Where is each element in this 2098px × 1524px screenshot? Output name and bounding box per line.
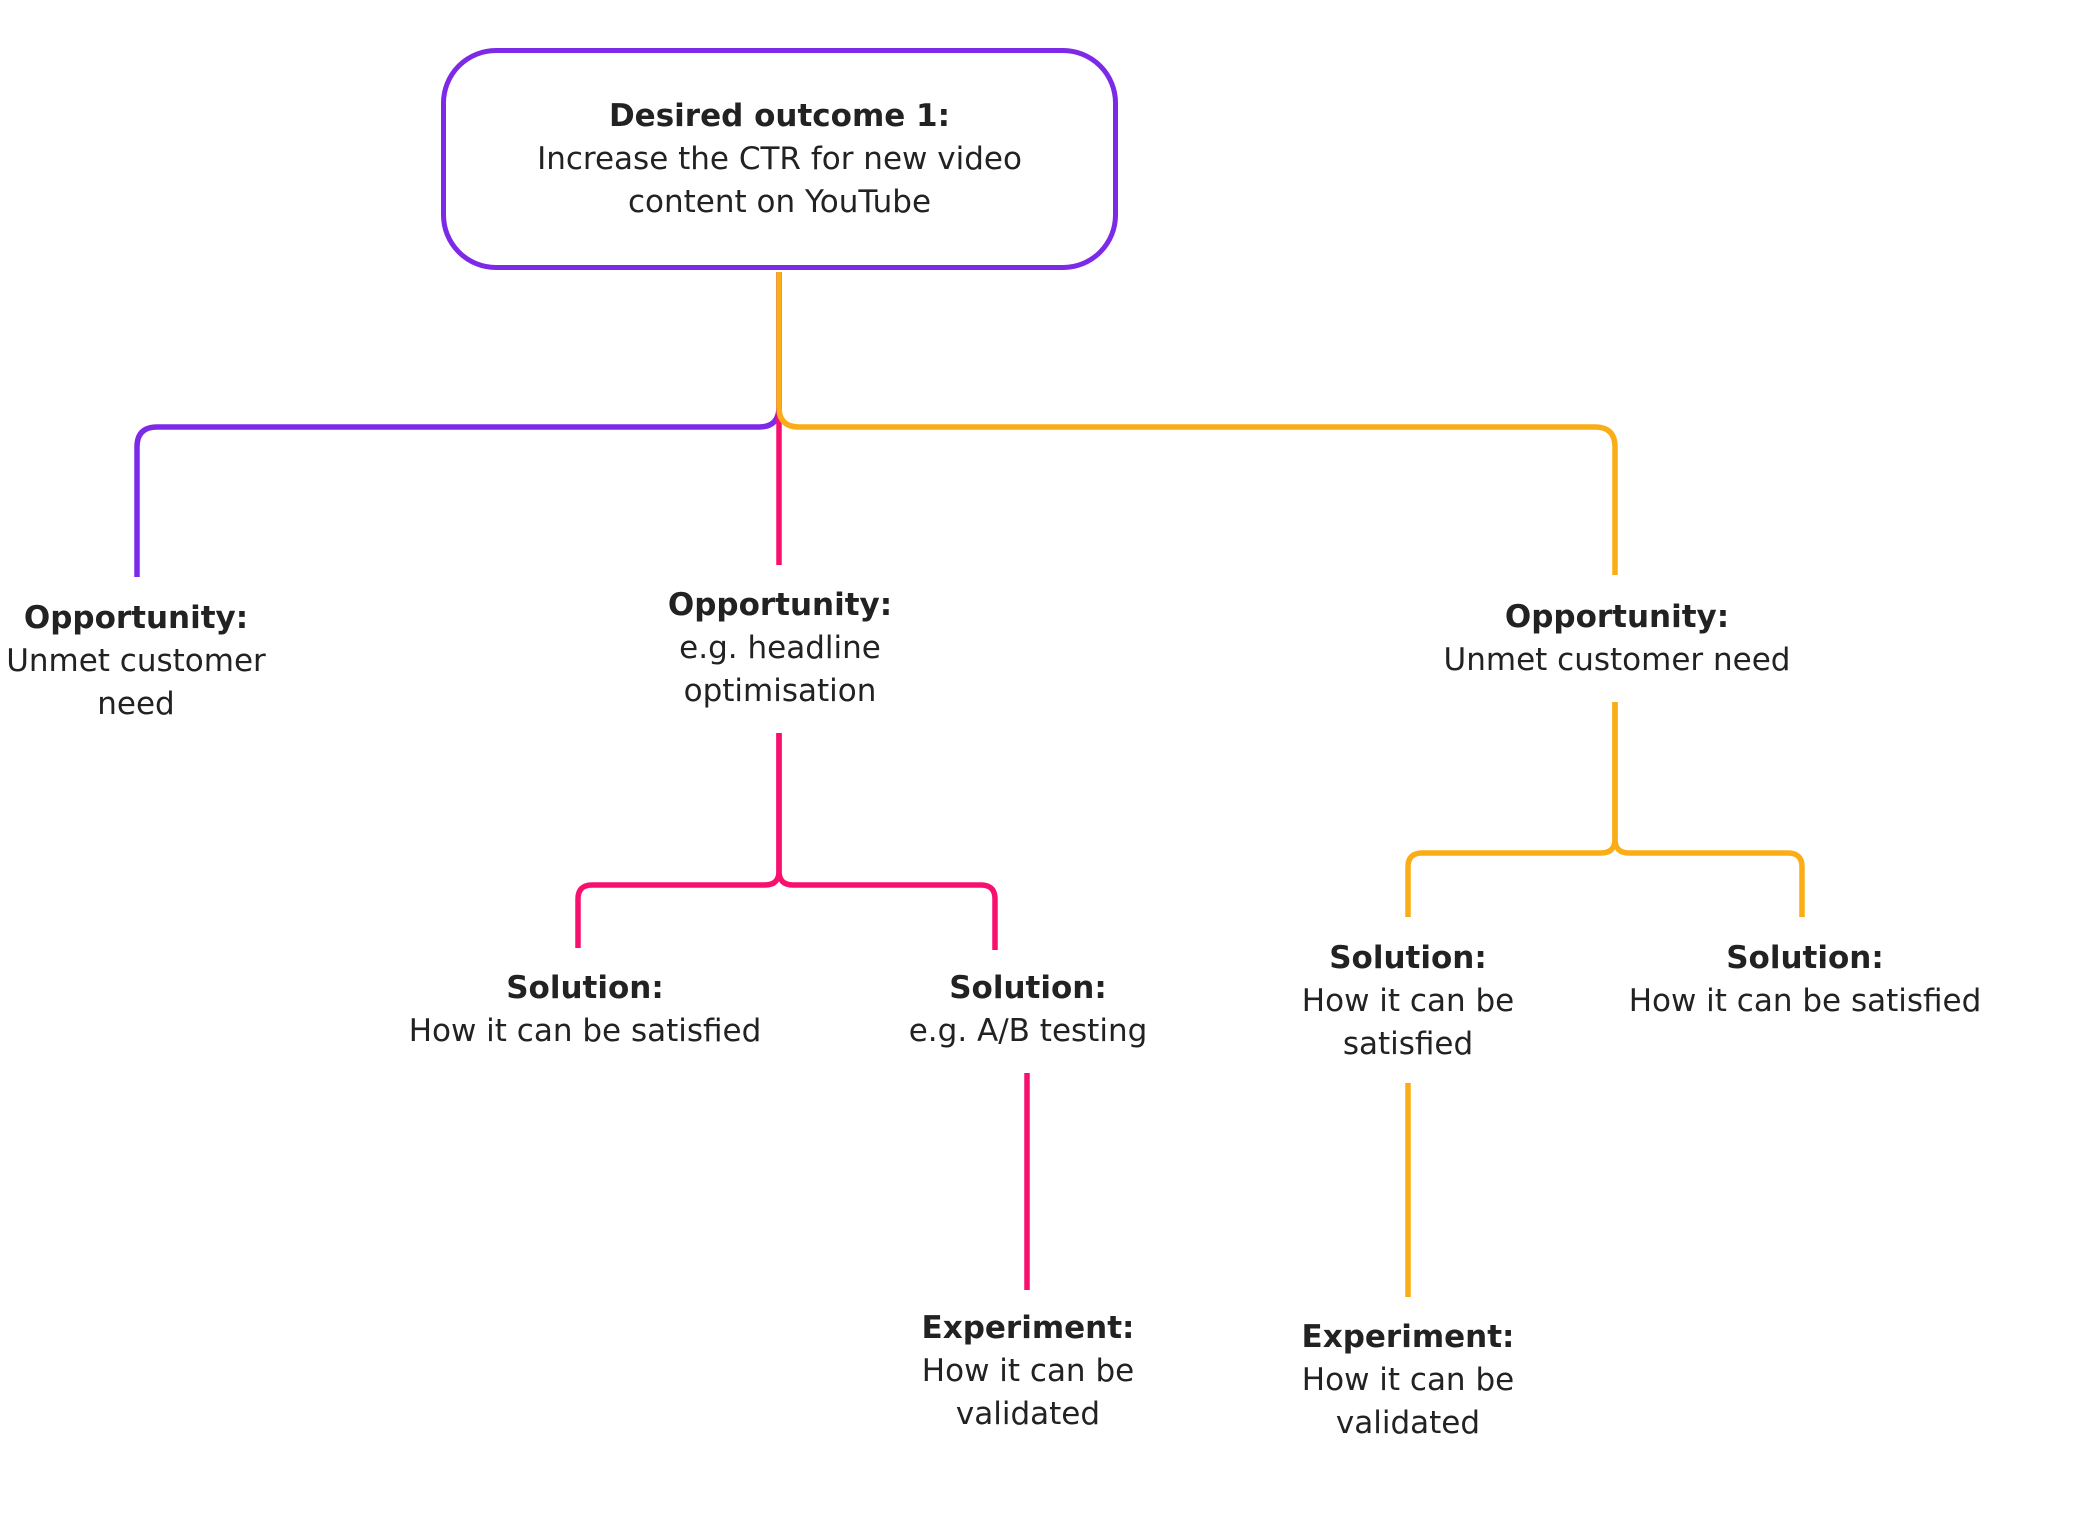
solution-right-left-node: Solution: How it can be satisfied	[1302, 937, 1514, 1066]
solution-right-left-line1: How it can be	[1301, 983, 1515, 1019]
opportunity-right-label: Opportunity:	[1504, 599, 1730, 635]
opportunity-left-line2: need	[97, 686, 175, 722]
opportunity-right-node: Opportunity: Unmet customer need	[1444, 596, 1791, 682]
connector-opportunity-right-to-solution-right	[1612, 702, 1805, 917]
solution-right-right-label: Solution:	[1726, 940, 1884, 976]
connector-opportunity-middle-to-solution-left	[575, 733, 782, 948]
solution-middle-right-label: Solution:	[949, 970, 1107, 1006]
solution-middle-right-node: Solution: e.g. A/B testing	[909, 967, 1148, 1053]
desired-outcome-line1: Increase the CTR for new video	[537, 140, 1022, 177]
connector-root-to-opportunity-right	[776, 272, 1618, 575]
solution-right-right-line1: How it can be satisfied	[1628, 983, 1982, 1019]
solution-middle-right-line1: e.g. A/B testing	[908, 1013, 1148, 1049]
solution-right-right-node: Solution: How it can be satisfied	[1629, 937, 1982, 1023]
solution-middle-left-node: Solution: How it can be satisfied	[409, 967, 762, 1053]
experiment-middle-node: Experiment: How it can be validated	[922, 1307, 1135, 1436]
experiment-right-line2: validated	[1335, 1405, 1481, 1441]
solution-middle-left-line1: How it can be satisfied	[408, 1013, 762, 1049]
solution-middle-left-label: Solution:	[506, 970, 664, 1006]
connector-opportunity-middle-to-solution-right	[776, 733, 998, 950]
connector-root-to-opportunity-left	[134, 272, 782, 577]
experiment-right-line1: How it can be	[1301, 1362, 1515, 1398]
experiment-middle-line2: validated	[955, 1396, 1101, 1432]
experiment-right-node: Experiment: How it can be validated	[1302, 1316, 1515, 1445]
opportunity-middle-label: Opportunity:	[667, 587, 893, 623]
opportunity-left-node: Opportunity: Unmet customer need	[6, 597, 266, 726]
solution-right-left-line2: satisfied	[1342, 1026, 1474, 1062]
solution-right-left-label: Solution:	[1329, 940, 1487, 976]
opportunity-middle-node: Opportunity: e.g. headline optimisation	[668, 584, 892, 713]
desired-outcome-label: Desired outcome 1:	[608, 97, 951, 134]
opportunity-middle-line2: optimisation	[683, 673, 877, 709]
desired-outcome-node: Desired outcome 1: Increase the CTR for …	[441, 48, 1118, 270]
opportunity-middle-line1: e.g. headline	[679, 630, 881, 666]
experiment-middle-label: Experiment:	[921, 1310, 1135, 1346]
experiment-right-label: Experiment:	[1301, 1319, 1515, 1355]
opportunity-right-line1: Unmet customer need	[1443, 642, 1791, 678]
connector-opportunity-right-to-solution-left	[1405, 702, 1618, 917]
opportunity-left-line1: Unmet customer	[6, 643, 266, 679]
experiment-middle-line1: How it can be	[921, 1353, 1135, 1389]
desired-outcome-line2: content on YouTube	[627, 183, 932, 220]
opportunity-left-label: Opportunity:	[23, 600, 249, 636]
